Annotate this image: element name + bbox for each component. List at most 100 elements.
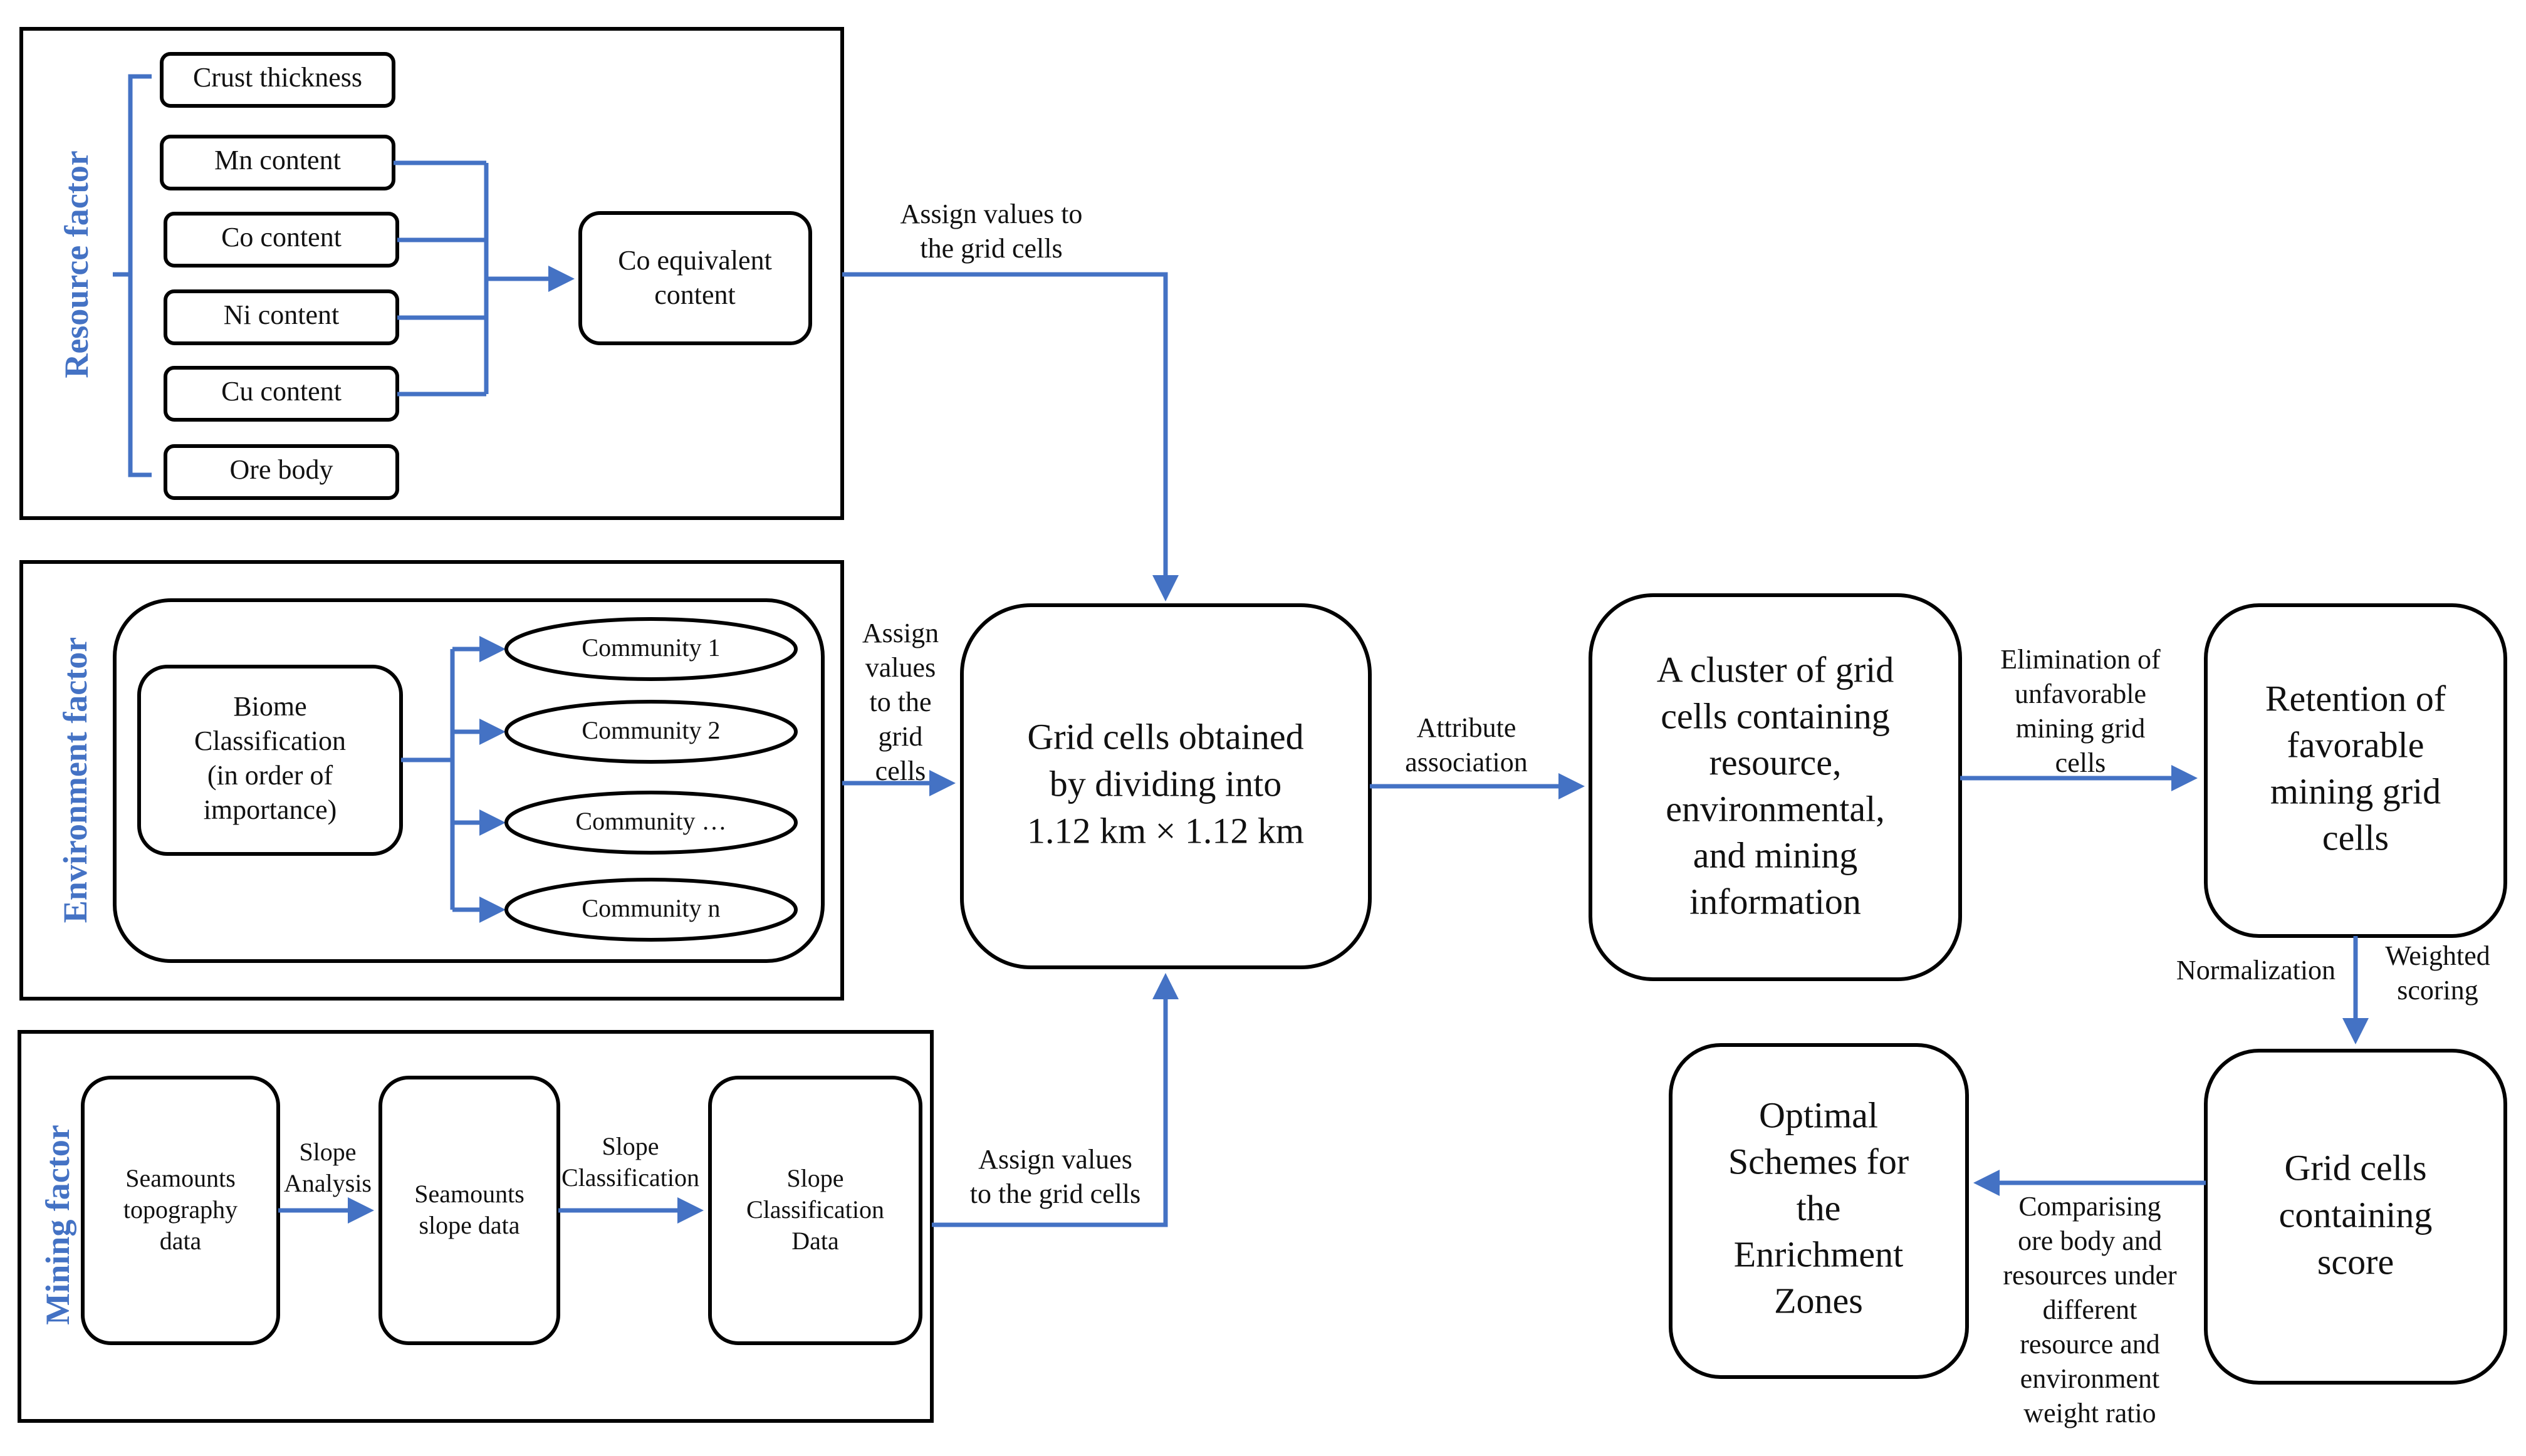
svg-text:Grid cells: Grid cells <box>2284 1147 2426 1188</box>
assign-label-mining-1: Assign values <box>978 1144 1132 1175</box>
svg-text:cells: cells <box>2322 817 2389 858</box>
normalization-label: Normalization <box>2176 955 2336 985</box>
svg-text:Data: Data <box>791 1227 839 1255</box>
svg-text:environmental,: environmental, <box>1666 788 1885 829</box>
svg-text:weight ratio: weight ratio <box>2023 1398 2156 1428</box>
resource-item-mn-content: Mn content <box>160 135 395 190</box>
svg-text:Community 2: Community 2 <box>582 716 720 744</box>
svg-text:Biome: Biome <box>233 691 306 722</box>
resource-factor-panel: Resource factor Crust thickness Mn conte… <box>19 27 844 520</box>
svg-text:environment: environment <box>2020 1363 2159 1394</box>
svg-text:Grid cells obtained: Grid cells obtained <box>1027 716 1303 757</box>
resource-item-co-content: Co content <box>164 212 399 268</box>
retention-box: Retention of favorable mining grid cells <box>2204 603 2507 938</box>
svg-text:content: content <box>654 279 736 310</box>
svg-text:score: score <box>2317 1241 2394 1282</box>
svg-text:Comparising: Comparising <box>2018 1191 2161 1222</box>
resource-brace <box>113 74 152 477</box>
assign-label-mining-2: to the grid cells <box>970 1178 1141 1209</box>
svg-text:Enrichment: Enrichment <box>1734 1234 1904 1274</box>
svg-text:Zones: Zones <box>1774 1280 1863 1321</box>
svg-text:cells: cells <box>2055 747 2106 778</box>
weighted-scoring-label-1: Weighted <box>2385 940 2490 971</box>
svg-text:Crust thickness: Crust thickness <box>193 62 362 93</box>
svg-text:Elimination of: Elimination of <box>2000 644 2161 675</box>
score-box: Grid cells containing score <box>2204 1049 2507 1385</box>
svg-text:1.12 km × 1.12 km: 1.12 km × 1.12 km <box>1027 810 1304 851</box>
grid-cells-box: Grid cells obtained by dividing into 1.1… <box>960 603 1372 969</box>
svg-text:Community n: Community n <box>582 894 720 922</box>
resource-item-ni-content: Ni content <box>164 289 399 345</box>
assign-label-resource-1: Assign values to <box>900 199 1083 229</box>
svg-text:Co equivalent: Co equivalent <box>618 245 772 276</box>
svg-text:different: different <box>2043 1294 2137 1325</box>
resource-item-ore-body: Ore body <box>164 444 399 500</box>
svg-text:by dividing into: by dividing into <box>1050 763 1282 804</box>
svg-text:the: the <box>1797 1187 1841 1228</box>
co-equivalent-box: Co equivalent content <box>578 211 812 345</box>
svg-text:cells containing: cells containing <box>1661 695 1890 736</box>
svg-text:Classification: Classification <box>746 1195 884 1224</box>
seamounts-slope-box: Seamounts slope data <box>378 1076 560 1345</box>
svg-text:resource and: resource and <box>2020 1329 2160 1360</box>
attribute-association-label-1: Attribute <box>1417 712 1516 743</box>
environment-factor-panel: Environment factor Biome Classification … <box>19 560 844 1001</box>
environment-factor-label: Environment factor <box>56 637 94 923</box>
content-merge-lines <box>394 160 489 397</box>
assign-label-resource-2: the grid cells <box>920 233 1062 264</box>
svg-text:Classification: Classification <box>194 725 346 756</box>
svg-text:importance): importance) <box>204 794 337 825</box>
arrow-resource-to-grid <box>842 272 1179 601</box>
resource-item-cu-content: Cu content <box>164 366 399 422</box>
svg-text:slope data: slope data <box>419 1211 519 1239</box>
community-2: Community 2 <box>504 700 798 764</box>
svg-text:data: data <box>160 1227 202 1255</box>
slope-analysis-label-1: Slope <box>299 1138 356 1166</box>
assign-label-environment: Assign values to the grid cells <box>862 618 939 786</box>
svg-text:unfavorable: unfavorable <box>2015 679 2146 709</box>
svg-text:resources under: resources under <box>2003 1260 2177 1291</box>
svg-text:(in order of: (in order of <box>207 760 333 791</box>
svg-text:Ni content: Ni content <box>224 299 340 330</box>
arrow-mining-to-grid <box>932 973 1179 1227</box>
attribute-association-label-2: association <box>1405 747 1528 777</box>
svg-text:resource,: resource, <box>1709 742 1842 783</box>
svg-text:Retention of: Retention of <box>2265 678 2446 719</box>
biome-branch-lines <box>401 649 455 910</box>
cluster-box: A cluster of grid cells containing resou… <box>1589 593 1962 981</box>
svg-text:Mn content: Mn content <box>214 145 341 175</box>
svg-text:information: information <box>1689 881 1861 922</box>
svg-text:mining grid: mining grid <box>2270 771 2441 811</box>
svg-text:A cluster of grid: A cluster of grid <box>1657 649 1894 690</box>
svg-text:Optimal: Optimal <box>1759 1095 1878 1135</box>
svg-text:Cu content: Cu content <box>221 376 342 407</box>
svg-text:Community 1: Community 1 <box>582 633 720 662</box>
svg-text:containing: containing <box>2279 1194 2433 1235</box>
mining-factor-label: Mining factor <box>39 1125 76 1324</box>
svg-text:grid: grid <box>879 721 923 752</box>
optimal-schemes-box: Optimal Schemes for the Enrichment Zones <box>1669 1043 1969 1379</box>
slope-classification-label-1: Slope <box>602 1132 659 1160</box>
community-n: Community n <box>504 878 798 942</box>
resource-item-crust-thickness: Crust thickness <box>160 52 395 108</box>
svg-text:and mining: and mining <box>1693 835 1858 875</box>
svg-text:topography: topography <box>123 1195 237 1224</box>
svg-text:Slope: Slope <box>786 1164 843 1192</box>
svg-text:Ore body: Ore body <box>230 454 333 485</box>
mining-factor-panel: Mining factor Seamounts topography data … <box>18 1030 934 1423</box>
svg-text:favorable: favorable <box>2287 724 2424 765</box>
svg-text:Community …: Community … <box>575 807 726 835</box>
resource-factor-label: Resource factor <box>58 150 95 378</box>
comparing-label: Comparising ore body and resources under… <box>2003 1191 2177 1428</box>
community-1: Community 1 <box>504 617 798 681</box>
svg-text:Seamounts: Seamounts <box>125 1164 236 1192</box>
svg-text:Co content: Co content <box>221 222 342 252</box>
seamounts-topography-box: Seamounts topography data <box>81 1076 280 1345</box>
svg-text:to the: to the <box>870 687 932 717</box>
elimination-label: Elimination of unfavorable mining grid c… <box>2000 644 2161 778</box>
svg-text:Schemes for: Schemes for <box>1728 1141 1909 1182</box>
slope-classification-label-2: Classification <box>561 1163 699 1192</box>
svg-text:mining grid: mining grid <box>2016 713 2146 744</box>
slope-classification-data-box: Slope Classification Data <box>708 1076 922 1345</box>
